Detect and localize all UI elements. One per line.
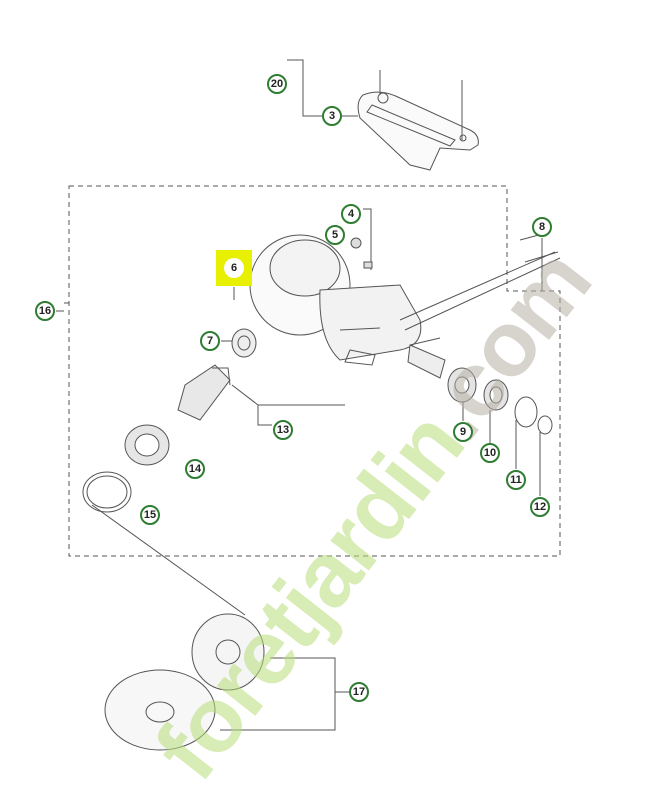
assembly-boundary xyxy=(68,185,561,557)
callout-8[interactable]: 8 xyxy=(532,217,552,237)
callout-11[interactable]: 11 xyxy=(506,470,526,490)
part-17-flange xyxy=(191,613,265,691)
callout-17[interactable]: 17 xyxy=(349,682,369,702)
callout-3[interactable]: 3 xyxy=(322,106,342,126)
callout-16[interactable]: 16 xyxy=(35,301,55,321)
callout-7[interactable]: 7 xyxy=(200,331,220,351)
callout-6-label: 6 xyxy=(224,258,244,278)
leader-16 xyxy=(56,302,69,312)
callout-10[interactable]: 10 xyxy=(480,443,500,463)
callout-13[interactable]: 13 xyxy=(273,420,293,440)
callout-15[interactable]: 15 xyxy=(140,505,160,525)
part-12-circlip xyxy=(537,415,553,435)
callout-14[interactable]: 14 xyxy=(185,459,205,479)
callout-4[interactable]: 4 xyxy=(341,204,361,224)
callout-9[interactable]: 9 xyxy=(453,422,473,442)
part-7-bearing xyxy=(231,328,257,358)
callout-5[interactable]: 5 xyxy=(325,225,345,245)
part-3-clamp xyxy=(357,91,479,171)
callout-12[interactable]: 12 xyxy=(530,497,550,517)
part-15-circlip xyxy=(82,471,132,513)
callout-6-highlighted[interactable]: 6 xyxy=(216,250,252,286)
callout-20[interactable]: 20 xyxy=(267,74,287,94)
part-11-ring xyxy=(514,396,538,428)
